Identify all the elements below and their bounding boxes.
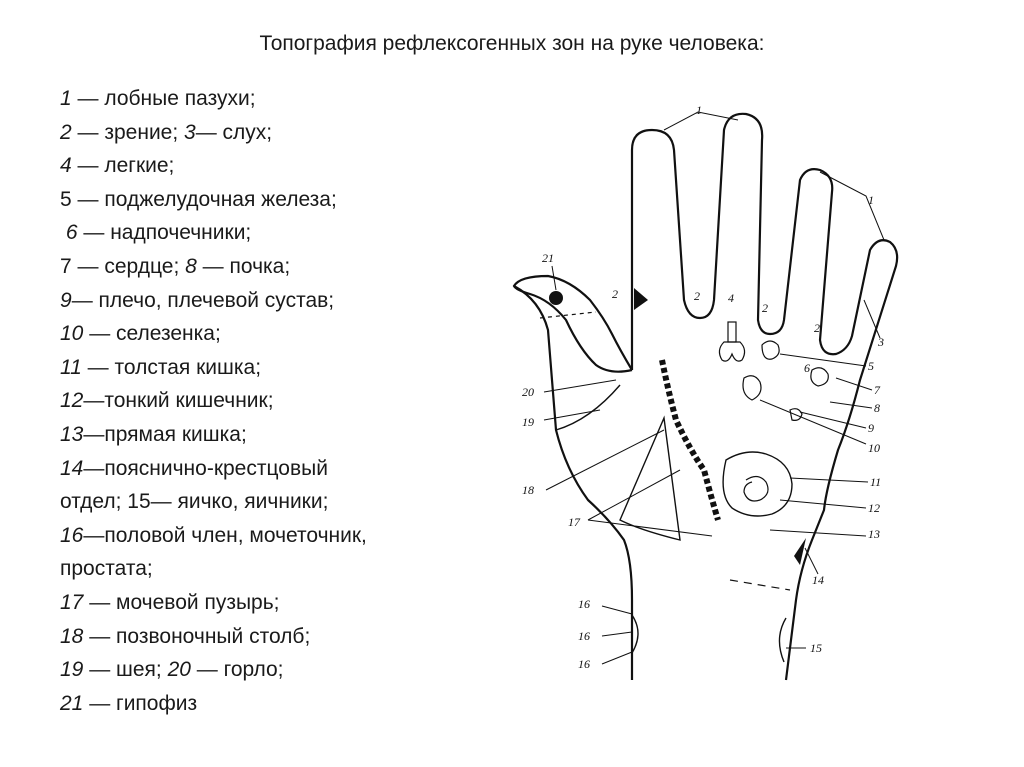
label-16c: 16 [578, 657, 590, 671]
label-12: 12 [868, 501, 880, 515]
label-2c: 2 [762, 301, 768, 315]
label-1b: 1 [868, 193, 874, 207]
legend-item: 9— плечо, плечевой сустав; [60, 288, 335, 312]
label-11: 11 [870, 475, 881, 489]
label-14: 14 [812, 573, 824, 587]
legend-item: 6 — надпочечники; [65, 221, 252, 245]
lungs-shape [718, 341, 746, 362]
spine-zone [619, 415, 681, 541]
adrenal-shape [810, 367, 829, 387]
label-6: 6 [804, 361, 810, 375]
label-7: 7 [874, 383, 881, 397]
legend-item: 16—половой член, мочеточник, [60, 523, 367, 547]
legend-item: 11 — толстая кишка; [60, 355, 262, 379]
legend-item: простата; [60, 557, 153, 581]
hand-outline [630, 112, 899, 681]
legend-item: 5 — поджелудочная железа; [60, 187, 337, 211]
label-16a: 16 [578, 597, 590, 611]
legend-item: 17 — мочевой пузырь; [60, 590, 280, 614]
small-intestine-shape [743, 475, 769, 502]
label-2d: 2 [814, 321, 820, 335]
label-16b: 16 [578, 629, 590, 643]
colon-shape [722, 451, 793, 517]
legend-item: 21 — гипофиз [60, 691, 198, 715]
legend-item: 19 — шея; 20 — горло; [60, 658, 284, 682]
legend-item: 12—тонкий кишечник; [60, 389, 274, 413]
wedge-zone-14 [794, 538, 806, 565]
label-1a: 1 [696, 103, 702, 117]
label-3: 3 [877, 335, 884, 349]
throat-line [555, 384, 621, 431]
testicle-zone [778, 617, 787, 663]
vertebral-column [659, 359, 721, 521]
heart-shape [742, 375, 762, 401]
thumb-base [513, 285, 634, 680]
label-19: 19 [522, 415, 534, 429]
legend-item: 7 — сердце; 8 — почка; [60, 254, 291, 278]
wedge-zone-2 [634, 288, 648, 310]
legend-item: 13—прямая кишка; [60, 422, 247, 446]
trachea-shape [727, 321, 737, 343]
label-20: 20 [522, 385, 534, 399]
label-21: 21 [542, 251, 554, 265]
label-15: 15 [810, 641, 822, 655]
pancreas-shape [761, 340, 780, 360]
label-2b: 2 [694, 289, 700, 303]
kidney-shape [789, 408, 803, 421]
label-13: 13 [868, 527, 880, 541]
label-17: 17 [568, 515, 581, 529]
label-2a: 2 [612, 287, 618, 301]
legend-item: 10 — селезенка; [60, 322, 221, 346]
legend-item: 2 — зрение; 3— слух; [60, 120, 273, 144]
pituitary-dot [549, 291, 563, 305]
label-5: 5 [868, 359, 874, 373]
label-4: 4 [728, 291, 734, 305]
urinary-zone [631, 614, 639, 654]
hand-diagram: 1 1 2 2 2 2 3 4 5 6 7 8 9 10 11 12 13 14… [512, 103, 899, 681]
thumb-dashes [539, 311, 597, 319]
legend-item: 4 — легкие; [60, 154, 175, 178]
leader-lines [543, 111, 885, 665]
label-8: 8 [874, 401, 880, 415]
legend-list: 1 — лобные пазухи; 2 — зрение; 3— слух; … [60, 82, 480, 720]
wrist-dashes [729, 579, 791, 591]
legend-item: 14—пояснично-крестцовый [60, 456, 328, 480]
legend-item: отдел; 15— яичко, яичники; [60, 490, 329, 514]
page-title: Топография рефлексогенных зон на руке че… [259, 32, 765, 55]
legend-item: 18 — позвоночный столб; [60, 624, 311, 648]
legend-item: 1 — лобные пазухи; [60, 87, 256, 110]
label-9: 9 [868, 421, 874, 435]
label-18: 18 [522, 483, 534, 497]
label-10: 10 [868, 441, 880, 455]
